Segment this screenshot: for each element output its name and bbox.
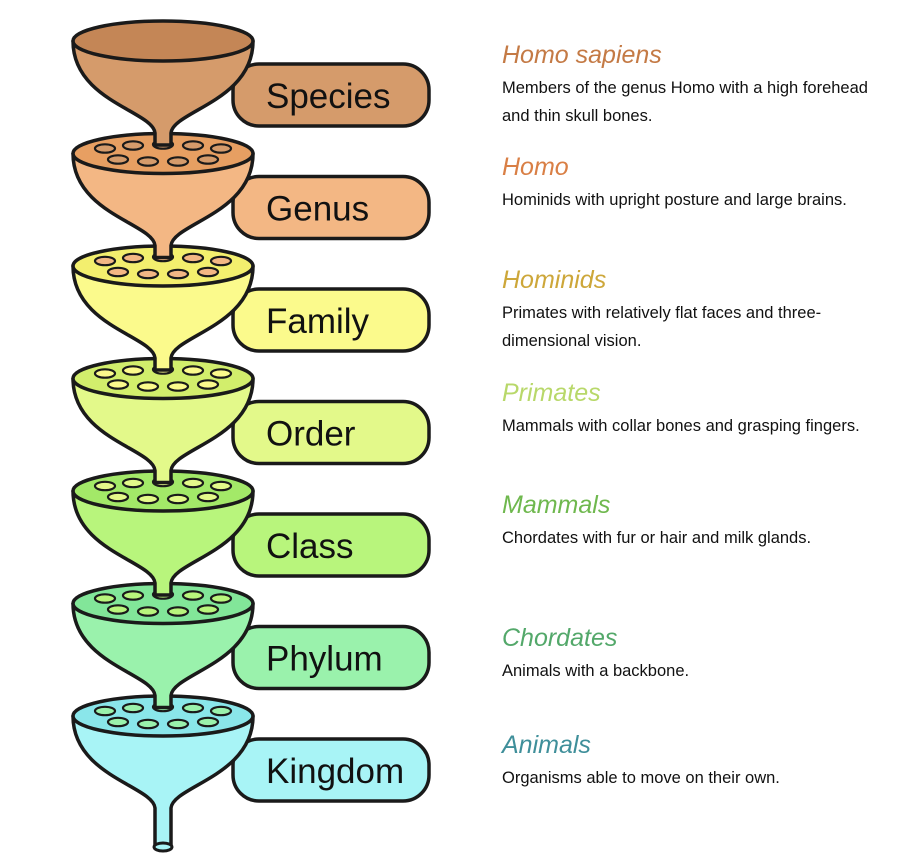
rim-hole [121,140,145,151]
rim-hole [196,266,220,278]
taxonomy-funnel-diagram: Kingdom Phylum Class Order Family Genus Specie… [71,19,431,853]
rim-hole [136,268,160,280]
rim-hole [106,379,130,390]
taxon-description: Chordates with fur or hair and milk glan… [502,529,812,547]
rank-label: Kingdom [266,752,404,791]
funnel-body [71,601,255,710]
taxon-description: Hominids with upright posture and large … [502,191,847,209]
funnel-spout-tip [152,841,174,853]
funnel-body [71,264,255,372]
rim-hole [136,606,160,617]
rim-hole [166,156,190,167]
taxon-description: Animals with a backbone. [502,662,690,680]
taxon-name: Mammals [502,491,611,519]
rim-hole [93,255,117,267]
funnel-rim [71,19,255,63]
rank-label: Species [266,77,391,116]
rank-label-box [231,174,431,241]
rank-label: Class [266,527,354,566]
rim-hole [166,381,190,392]
rim-hole [106,266,130,278]
rank-label-box [231,624,431,691]
taxon-name: Animals [502,731,591,759]
rim-hole [196,154,220,165]
taxon-description: Primates with relatively flat faces and … [502,304,822,350]
rim-hole [121,702,145,714]
rank-label: Family [266,302,370,341]
rank-label: Phylum [266,640,383,679]
rank-label-box [231,287,431,353]
rim-hole [93,705,117,717]
rim-hole [209,480,233,492]
rim-hole [209,143,233,154]
rim-hole [93,480,117,492]
rim-hole [181,590,205,601]
rim-hole [93,368,117,379]
rim-hole [121,365,145,376]
rim-hole [121,252,145,264]
taxon-name: Primates [502,379,601,407]
funnel-body [71,376,255,485]
rim-hole [166,718,190,730]
rim-hole [136,156,160,167]
rim-hole [166,493,190,505]
rim-hole [106,604,130,615]
rim-hole [93,143,117,154]
rim-hole [136,718,160,730]
rank-label-box [231,399,431,466]
level-family: Family [71,244,431,372]
level-phylum: Phylum [71,581,431,710]
rank-label-box [231,62,431,128]
rank-label: Order [266,415,356,454]
taxon-description: Organisms able to move on their own. [502,769,780,787]
rim-hole [166,268,190,280]
rim-hole [196,491,220,503]
rim-hole [166,606,190,617]
rim-hole [93,593,117,604]
rim-hole [136,493,160,505]
rim-hole [136,381,160,392]
taxon-name: Homo sapiens [502,41,662,69]
rim-hole [106,154,130,165]
rim-hole [181,365,205,376]
rank-label-box [231,737,431,803]
taxon-name: Homo [502,153,569,181]
taxon-name: Chordates [502,624,618,652]
rim-hole [209,368,233,379]
rim-hole [196,379,220,390]
rim-hole [181,477,205,489]
rim-hole [181,140,205,151]
level-kingdom: Kingdom [71,694,431,853]
rim-hole [121,477,145,489]
level-class: Class [71,469,431,597]
rim-hole [106,491,130,503]
level-species: Species [71,19,431,147]
rim-hole [106,716,130,728]
rim-hole [121,590,145,601]
rim-hole [196,604,220,615]
rank-label-box [231,512,431,578]
rim-hole [209,705,233,717]
taxon-name: Hominids [502,266,607,294]
rim-hole [209,593,233,604]
taxon-description: Members of the genus Homo with a high fo… [502,79,868,125]
rim-hole [196,716,220,728]
level-order: Order [71,356,431,485]
taxon-description: Mammals with collar bones and grasping f… [502,417,860,435]
funnel-body [71,489,255,597]
funnel-body [71,151,255,260]
rim-hole [181,252,205,264]
rim-hole [181,702,205,714]
funnel-body [71,39,255,147]
rank-label: Genus [266,190,369,229]
level-genus: Genus [71,131,431,260]
rim-hole [209,255,233,267]
